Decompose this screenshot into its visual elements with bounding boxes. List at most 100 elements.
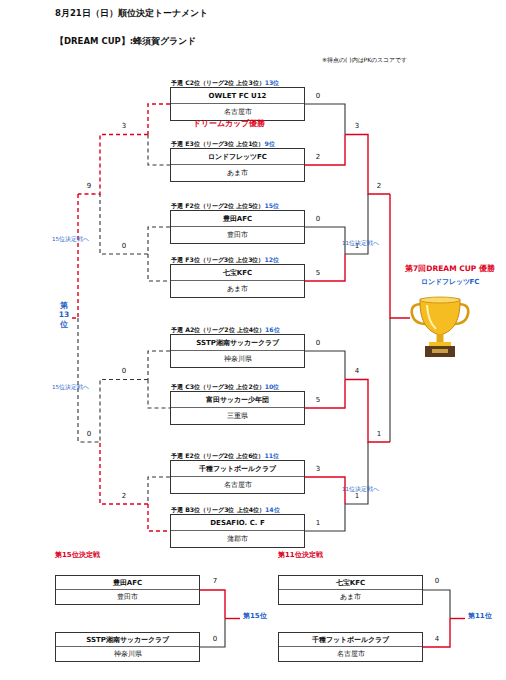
score-number: 0 bbox=[209, 636, 221, 644]
bracket-segment bbox=[305, 227, 345, 254]
bracket-segment bbox=[148, 254, 170, 281]
qualifier-heading-line: 予選 E2位（リーグ2位 上位6位）11位 bbox=[171, 453, 279, 460]
bracket-connector bbox=[305, 477, 345, 531]
team-name: OWLET FC U12 bbox=[171, 88, 304, 104]
team-name: SSTP湘南サッカークラブ bbox=[171, 335, 304, 351]
team-city: あま市 bbox=[171, 281, 304, 297]
score-number: 3 bbox=[351, 123, 363, 131]
bracket-connector bbox=[305, 104, 345, 165]
team-name: 豊田AFC bbox=[56, 576, 199, 590]
team-box: 七宝KFCあま市 bbox=[278, 575, 423, 605]
score-number: 0 bbox=[431, 578, 443, 586]
champion-title: 第7回DREAM CUP 優勝 bbox=[395, 265, 505, 273]
bracket-segment bbox=[305, 477, 345, 504]
qualifier-heading-line: 予選 F3位（リーグ3位 上位3位）12位 bbox=[171, 257, 279, 264]
score-number: 9 bbox=[83, 183, 95, 191]
score-number: 0 bbox=[83, 431, 95, 439]
place-label: 第13位 bbox=[58, 301, 70, 329]
bracket-segment bbox=[148, 227, 170, 254]
team-box: 予選 F2位（リーグ2位 上位5位）15位豊田AFC豊田市 bbox=[170, 210, 305, 244]
bracket-connector bbox=[423, 590, 450, 647]
rank-label: 16位 bbox=[265, 326, 280, 333]
route-note: 11位決定戦へ bbox=[342, 486, 379, 492]
bracket-segment bbox=[423, 590, 450, 619]
qualifier-heading-line: 予選 E3位（リーグ3位 上位1位）9位 bbox=[171, 141, 275, 148]
score-number: 1 bbox=[373, 431, 385, 439]
score-number: 0 bbox=[118, 368, 130, 376]
bracket-segment bbox=[423, 619, 450, 648]
team-name: 千種フットボールクラブ bbox=[171, 461, 304, 477]
page-title: 8月21日（日）順位決定トーナメント bbox=[55, 9, 208, 18]
trophy-illustration bbox=[412, 297, 469, 357]
team-name: 七宝KFC bbox=[171, 265, 304, 281]
score-number: 1 bbox=[312, 520, 324, 528]
team-name: SSTP湘南サッカークラブ bbox=[56, 633, 199, 647]
bracket-segment bbox=[148, 135, 170, 166]
bracket-segment bbox=[305, 504, 345, 531]
team-box: 千種フットボールクラブ名古屋市 bbox=[278, 632, 423, 662]
team-city: 神奈川県 bbox=[171, 351, 304, 367]
bracket-connector bbox=[305, 227, 345, 281]
team-city: 神奈川県 bbox=[56, 647, 199, 661]
team-box: 予選 B3位（リーグ3位 上位4位）14位DESAFIO. C. F蒲郡市 bbox=[170, 514, 305, 548]
bracket-connector bbox=[148, 104, 170, 165]
score-number: 7 bbox=[209, 578, 221, 586]
score-number: 0 bbox=[312, 93, 324, 101]
score-number: 2 bbox=[373, 183, 385, 191]
score-number: 3 bbox=[118, 123, 130, 131]
rank-label: 14位 bbox=[265, 506, 280, 513]
route-note: 11位決定戦へ bbox=[342, 240, 379, 246]
place-label: 第11位 bbox=[468, 613, 492, 621]
team-box: 豊田AFC豊田市 bbox=[55, 575, 200, 605]
qualifier-heading: 予選 F3位（リーグ3位 上位3位） bbox=[171, 256, 264, 263]
rank-label: 9位 bbox=[264, 140, 274, 147]
qualifier-heading-line: 予選 C3位（リーグ3位 上位2位）10位 bbox=[171, 384, 279, 391]
score-number: 3 bbox=[312, 466, 324, 474]
qualifier-heading: 予選 E2位（リーグ2位 上位6位） bbox=[171, 452, 264, 459]
qualifier-heading: 予選 C2位（リーグ2位 上位3位） bbox=[171, 79, 265, 86]
team-box: 予選 F3位（リーグ3位 上位3位）12位七宝KFCあま市 bbox=[170, 264, 305, 298]
score-number: 4 bbox=[431, 636, 443, 644]
score-number: 0 bbox=[118, 243, 130, 251]
team-city: あま市 bbox=[279, 590, 422, 604]
bracket-segment bbox=[305, 351, 345, 380]
bracket-segment bbox=[148, 380, 170, 409]
bracket-segment bbox=[305, 380, 345, 409]
route-note: 15位決定戦へ bbox=[52, 384, 89, 390]
team-box: 予選 C3位（リーグ3位 上位2位）10位富田サッカー少年団三重県 bbox=[170, 391, 305, 425]
bracket-connector bbox=[305, 351, 345, 408]
team-box: SSTP湘南サッカークラブ神奈川県 bbox=[55, 632, 200, 662]
route-note: 15位決定戦へ bbox=[52, 236, 89, 242]
qualifier-heading: 予選 F2位（リーグ2位 上位5位） bbox=[171, 202, 264, 209]
qualifier-heading: 予選 B3位（リーグ3位 上位4位） bbox=[171, 506, 265, 513]
note: ※得点の( )内はPKのスコアです bbox=[322, 57, 407, 64]
team-box: 予選 A2位（リーグ2位 上位4位）16位SSTP湘南サッカークラブ神奈川県 bbox=[170, 334, 305, 368]
qualifier-heading: 予選 E3位（リーグ3位 上位1位） bbox=[171, 140, 264, 147]
team-city: 三重県 bbox=[171, 408, 304, 424]
bracket-segment bbox=[200, 619, 225, 648]
team-box: 予選 E3位（リーグ3位 上位1位）9位ロンドフレッツFCあま市 bbox=[170, 148, 305, 182]
venue-subtitle: 【DREAM CUP】:蜂須賀グランド bbox=[55, 37, 196, 46]
match-title: 第15位決定戦 bbox=[55, 552, 100, 560]
bracket-segment bbox=[305, 104, 345, 135]
bracket-segment bbox=[148, 477, 170, 504]
qualifier-heading-line: 予選 C2位（リーグ2位 上位3位）13位 bbox=[171, 80, 279, 87]
team-city: 名古屋市 bbox=[171, 477, 304, 493]
bracket-segment bbox=[148, 504, 170, 531]
team-name: 豊田AFC bbox=[171, 211, 304, 227]
team-name: ロンドフレッツFC bbox=[171, 149, 304, 165]
bracket-connector bbox=[148, 351, 170, 408]
score-number: 4 bbox=[351, 368, 363, 376]
team-city: 名古屋市 bbox=[171, 104, 304, 120]
winner-note: ドリームカップ優勝 bbox=[193, 120, 265, 128]
rank-label: 13位 bbox=[265, 79, 280, 86]
qualifier-heading: 予選 A2位（リーグ2位 上位4位） bbox=[171, 326, 265, 333]
team-name: 富田サッカー少年団 bbox=[171, 392, 304, 408]
bracket-segment bbox=[148, 104, 170, 135]
bracket-connector bbox=[148, 477, 170, 531]
score-number: 0 bbox=[312, 340, 324, 348]
score-number: 1 bbox=[351, 493, 363, 501]
bracket-segment bbox=[148, 351, 170, 380]
score-number: 5 bbox=[312, 397, 324, 405]
